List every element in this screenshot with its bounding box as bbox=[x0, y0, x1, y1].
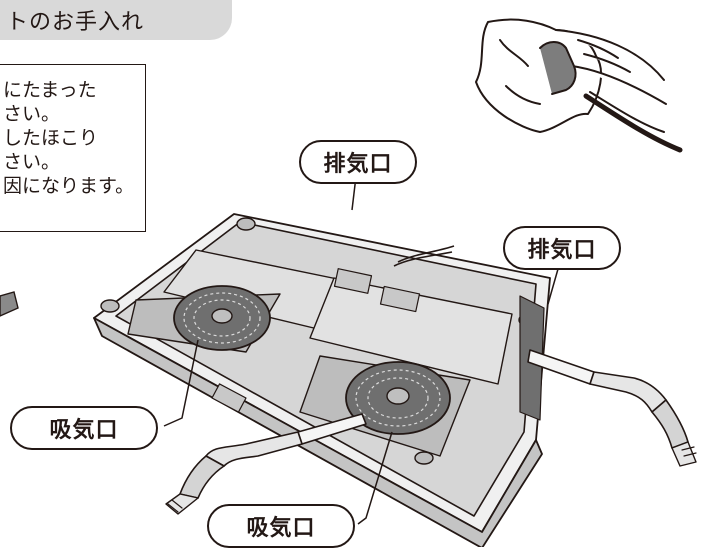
note-line: 因になります。 bbox=[3, 175, 135, 197]
vacuum-nozzle-left bbox=[165, 413, 367, 515]
note-line: さい。 bbox=[3, 151, 61, 173]
leader-lines bbox=[163, 167, 561, 525]
vacuum-nozzle-right bbox=[527, 349, 697, 467]
exhaust-label-right: 排気口 bbox=[503, 226, 621, 270]
note-line: にたまった bbox=[3, 79, 97, 101]
intake-label-bottom: 吸気口 bbox=[207, 504, 355, 548]
left-intake-fan bbox=[173, 285, 271, 351]
cooker-body bbox=[93, 213, 551, 547]
intake-label-left: 吸気口 bbox=[10, 406, 158, 450]
hand-cloth-illustration bbox=[475, 18, 683, 153]
note-line: したほこり bbox=[3, 127, 99, 149]
right-intake-fan bbox=[345, 361, 451, 435]
section-title: トのお手入れ bbox=[6, 10, 145, 35]
side-device-fragment bbox=[0, 291, 19, 317]
section-header: トのお手入れ bbox=[0, 0, 232, 40]
note-line: さい。 bbox=[3, 103, 61, 125]
instruction-note-box: にたまった さい。 したほこり さい。 因になります。 bbox=[0, 64, 146, 232]
exhaust-label-top: 排気口 bbox=[299, 140, 417, 184]
